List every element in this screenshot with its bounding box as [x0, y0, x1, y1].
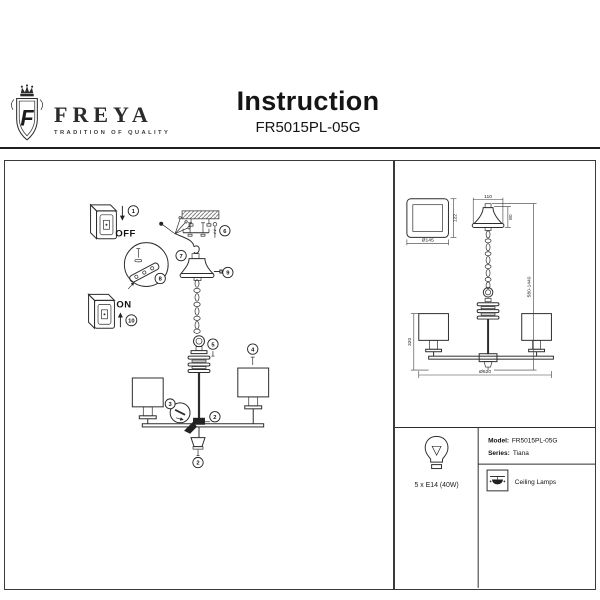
model-number: FR5015PL-05G: [255, 119, 361, 136]
wires: [159, 216, 200, 254]
header-divider: [0, 147, 600, 149]
step-power-off-badge: 1: [127, 205, 139, 217]
topview-drawing: Ø145 122: [406, 198, 458, 246]
svg-text:6: 6: [223, 229, 226, 235]
svg-text:9: 9: [226, 271, 229, 277]
svg-text:1: 1: [132, 209, 136, 215]
spec-section: 5 x E14 (40W) Model: FR5015PL-05G Series…: [395, 426, 595, 588]
on-switch-illustration: ON: [87, 293, 131, 330]
brand-tagline: TRADITION OF QUALITY: [54, 130, 171, 136]
dimension-drawing: Ø145 122 110 80: [395, 194, 595, 588]
fixture-front-view: [418, 287, 554, 371]
off-label: OFF: [115, 229, 135, 240]
bottom-finial: [190, 426, 206, 456]
magnifier-circle-icon: [123, 242, 169, 287]
step-canopy-screw-badge: 9: [222, 266, 234, 279]
dim-backplate-height: 122: [452, 214, 458, 222]
brand-monogram: F: [20, 105, 34, 130]
page-title: Instruction: [236, 86, 380, 116]
category-label: Ceiling Lamps: [515, 479, 557, 486]
dim-diameter-group: Ø620: [418, 369, 552, 378]
on-label: ON: [116, 299, 131, 310]
svg-text:5: 5: [211, 342, 215, 348]
hanger-loop: [190, 335, 208, 355]
step-hanger-loop-badge: 5: [207, 338, 219, 357]
model-value: FR5015PL-05G: [512, 437, 558, 444]
left-shade: [418, 313, 449, 341]
title-block: Instruction FR5015PL-05G: [218, 86, 398, 136]
ceiling-lamp-icon: [486, 469, 509, 492]
step-wiring-badge: 7: [175, 249, 187, 262]
svg-text:2: 2: [196, 461, 199, 467]
brand-name: FREYA: [54, 102, 153, 127]
series-label: Series:: [488, 450, 510, 457]
dim-body-height-group: 320: [407, 313, 429, 371]
left-shade: [131, 377, 164, 424]
series-value: Tiana: [513, 450, 529, 457]
svg-text:4: 4: [251, 347, 255, 353]
center-junction: [184, 417, 210, 434]
dimensions-panel: Ø145 122 110 80: [394, 160, 596, 590]
model-label: Model:: [488, 437, 509, 444]
svg-text:3: 3: [169, 402, 172, 408]
mounting-bracket: [182, 222, 218, 238]
crown-icon: [20, 86, 34, 94]
right-shade: [237, 356, 270, 424]
brand-logo: F FREYA TRADITION OF QUALITY: [8, 84, 170, 144]
hook-icon: [193, 245, 200, 254]
step-arm-detail-badge: 3: [164, 398, 176, 410]
off-switch-illustration: OFF: [89, 203, 135, 240]
ceiling-hatch: [181, 210, 220, 227]
step-shade-fix-badge: 4: [247, 343, 259, 355]
magnifier-circle-icon: [169, 402, 191, 424]
svg-text:8: 8: [159, 277, 163, 283]
dim-suspension-group: 580-1440: [492, 203, 537, 371]
canopy-front-view: 110 80: [471, 194, 514, 231]
right-shade: [521, 313, 552, 341]
mount-plate-icon: [129, 262, 160, 283]
shield-outline: [16, 97, 38, 141]
bulb-spec: 5 x E14 (40W): [414, 482, 458, 489]
canopy-drawing: [179, 253, 223, 281]
dim-canopy-width: 110: [484, 194, 492, 200]
dim-backplate-diameter: Ø145: [422, 237, 434, 243]
chain-drawing: [193, 279, 201, 334]
freya-crest-icon: F: [11, 84, 43, 141]
dim-body-height: 320: [407, 337, 413, 345]
dim-suspension-height: 580-1440: [527, 276, 533, 297]
arm-magnifier-detail: [169, 402, 191, 424]
assembly-diagram: OFF 1: [87, 203, 270, 469]
mount-plate-magnifier: [123, 242, 169, 290]
step-ceiling-bracket-badge: 6: [219, 225, 231, 237]
assembly-panel: OFF 1: [4, 160, 394, 590]
step-bottom-finial-badge: 2: [192, 456, 204, 469]
column-rings: [187, 355, 211, 419]
bulb-icon: [424, 435, 449, 470]
step-power-on-badge: 10: [125, 314, 138, 327]
dim-canopy-height: 80: [508, 214, 514, 220]
dim-fixture-diameter: Ø620: [479, 369, 491, 375]
screw-icon: [212, 222, 218, 227]
step-center-joint-badge: 2: [209, 411, 221, 423]
chain-front-view: [484, 230, 492, 290]
svg-text:7: 7: [179, 254, 182, 260]
svg-text:10: 10: [128, 318, 134, 324]
step-mount-plate-badge: 8: [154, 272, 166, 285]
svg-text:2: 2: [213, 415, 216, 421]
